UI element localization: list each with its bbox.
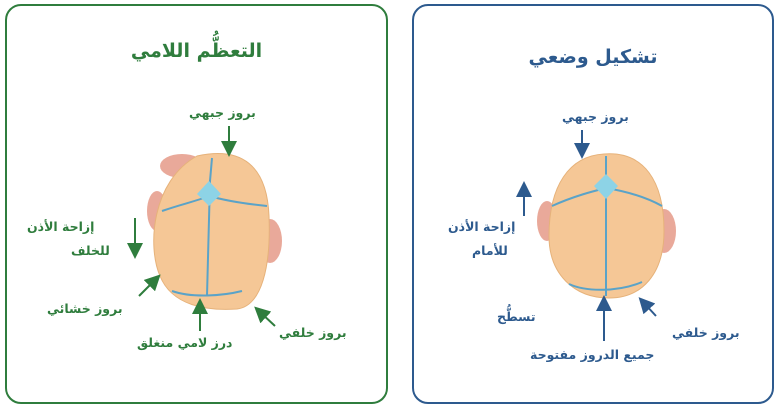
frontal-bossing-label: بروز جبهي (189, 104, 256, 122)
closed-lambdoid-label: درز لامي منغلق (137, 334, 232, 352)
occipital-bossing-label: بروز خلفي (672, 324, 740, 342)
occipital-bossing-label: بروز خلفي (279, 324, 347, 342)
occipital-arrow (260, 312, 275, 326)
occipital-arrow (644, 303, 656, 316)
positional-plagiocephaly-panel: تشكيل وضعي بروز جبهي إزاحة الأذن للأمام … (412, 4, 774, 404)
mastoid-arrow (139, 280, 155, 296)
mastoid-bossing-label: بروز خشائي (47, 300, 123, 318)
all-sutures-open-label: جميع الدروز مفتوحة (530, 346, 654, 364)
ear-shift-label-2: للأمام (472, 242, 508, 260)
ear-shift-label-2: للخلف (71, 242, 110, 260)
ear-shift-label-1: إزاحة الأذن (448, 218, 515, 236)
frontal-bossing-label: بروز جبهي (562, 108, 629, 126)
lambdoid-synostosis-panel: التعظُّم اللامي بروز جبهي إزاحة الأذن لل… (5, 4, 388, 404)
skull (154, 154, 270, 310)
ear-shift-label-1: إزاحة الأذن (27, 218, 94, 236)
flattening-label: تسطُّح (497, 308, 536, 326)
